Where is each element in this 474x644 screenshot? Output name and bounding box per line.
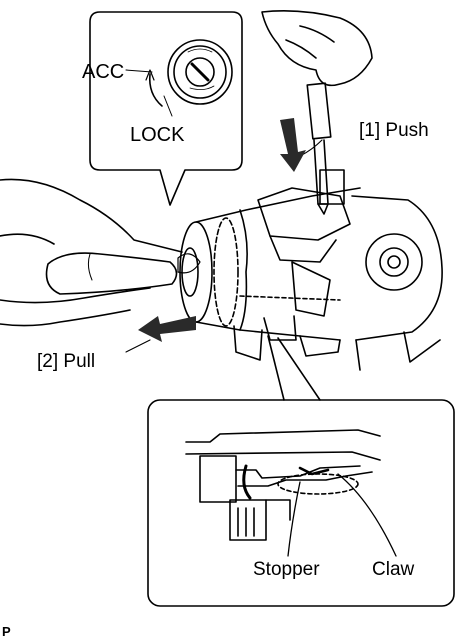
pull-step-label: [2] Pull <box>37 351 96 372</box>
stopper-claw-detail-callout <box>147 335 455 607</box>
hand-with-screwdriver <box>261 10 373 215</box>
key-cylinder-face-icon <box>167 39 233 105</box>
lock-to-acc-rotation-arrow <box>148 73 163 107</box>
push-step-label: [1] Push <box>359 120 429 141</box>
hand-holding-key <box>0 178 183 327</box>
push-arrow-icon <box>280 118 306 172</box>
claw-label: Claw <box>372 559 415 580</box>
figure-code-label: P <box>2 624 11 639</box>
acc-label: ACC <box>82 61 125 83</box>
pull-arrow-icon <box>138 316 196 342</box>
key-cylinder-detail-callout <box>89 11 243 206</box>
stopper-label: Stopper <box>253 559 320 580</box>
lock-label: LOCK <box>130 124 185 146</box>
steering-lock-assembly <box>177 169 443 371</box>
